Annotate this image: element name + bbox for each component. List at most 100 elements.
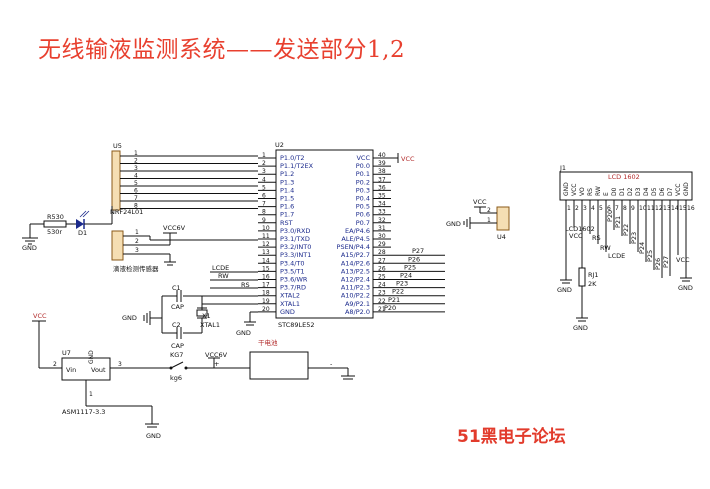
- net-rs: RS: [241, 281, 250, 289]
- c2-ref: C2: [172, 321, 181, 329]
- u2-left-pin-number: 9: [262, 217, 266, 224]
- u5-body: [111, 150, 121, 211]
- j1-pin-number: 9: [631, 205, 635, 212]
- u2-left-pin-name: P3.6/WR: [280, 276, 308, 284]
- u2-right-pin-name: P0.6: [356, 211, 370, 219]
- crystal-label: XTAL1: [200, 321, 220, 329]
- u2-right-pin-name: P0.2: [356, 178, 370, 186]
- u5-pin-number: 5: [134, 180, 138, 187]
- u2-right-pin-number: 28: [378, 249, 386, 256]
- svg-text:1: 1: [89, 391, 93, 398]
- j1-header-label: GND: [563, 182, 570, 196]
- j1-gnd-right: GND: [678, 284, 693, 292]
- j1-net-label: P26: [654, 258, 662, 270]
- u2-right-pin-name: ALE/P4.5: [341, 235, 370, 243]
- j1-header-label: D7: [667, 187, 674, 196]
- battery-minus: -: [330, 360, 333, 368]
- u2-body: [275, 149, 374, 319]
- j1-header-label: D1: [619, 187, 626, 196]
- u2-left-pin-name: P1.0/T2: [280, 154, 305, 162]
- u2-left-pin-name: P3.3/INT1: [280, 251, 311, 259]
- u2-net-label: P20: [384, 304, 396, 312]
- u2-left-pin-number: 15: [262, 265, 270, 272]
- u2-left-pin-number: 16: [262, 274, 270, 281]
- pot-symbol: [578, 267, 586, 287]
- u2-left-pin-name: XTAL1: [280, 300, 300, 308]
- u2-right-pin-number: 34: [378, 201, 386, 208]
- j1-net-label: LCDE: [608, 252, 625, 260]
- u4-connector: U4 2 1 VCC GND: [446, 198, 510, 241]
- u2-net-label: P26: [408, 255, 420, 263]
- u2-left-pin-number: 19: [262, 298, 270, 305]
- j1-pin-number: 13: [663, 205, 671, 212]
- u2-left-pin-name: P1.7: [280, 211, 294, 219]
- u2-right-pin-number: 22: [378, 298, 386, 305]
- u4-ref: U4: [497, 233, 506, 241]
- u2-left-pin-name: P1.3: [280, 178, 294, 186]
- u5-pin-number: 2: [134, 158, 138, 165]
- battery-vcc-label: VCC6V: [205, 351, 228, 359]
- u2-left-pin-number: 13: [262, 249, 270, 256]
- u2-right-pin-number: 33: [378, 209, 386, 216]
- c1-ref: C1: [172, 284, 181, 292]
- diagram-title: 无线输液监测系统——发送部分1,2: [38, 37, 406, 63]
- sensor-vcc-label: VCC6V: [163, 224, 186, 232]
- j1-pin-number: 4: [591, 205, 595, 212]
- u2-left-pin-number: 5: [262, 184, 266, 191]
- j1-net-label: RS: [592, 234, 601, 242]
- u7-vout: Vout: [91, 366, 106, 374]
- u2-net-label: P27: [412, 247, 424, 255]
- u2-net-label: P24: [400, 272, 412, 280]
- u2-left-pin-name: P1.6: [280, 203, 294, 211]
- resistor-ref: R530: [47, 213, 64, 221]
- reg-gnd-label: GND: [146, 432, 161, 440]
- j1-pin-number: 3: [583, 205, 587, 212]
- u2-right-pin-name: P0.7: [356, 219, 370, 227]
- u2-left-pin-name: P3.2/INT0: [280, 243, 311, 251]
- u2-left-pin-name: P1.5: [280, 195, 294, 203]
- net-rw: RW: [218, 272, 229, 280]
- switch-symbol: [170, 361, 184, 369]
- j1-pin-number: 7: [615, 205, 619, 212]
- j1-net-label: P20: [606, 210, 614, 222]
- j1-pot-gnd: GND: [573, 324, 588, 332]
- j1-header-label: D2: [627, 187, 634, 196]
- j1-ref: J1: [559, 164, 566, 172]
- j1-header-label: D5: [651, 187, 658, 196]
- power-switch-battery: KG7 kg6 VCC6V + 干电池 -: [169, 338, 355, 382]
- resistor-symbol: [43, 220, 67, 228]
- u2-right-pin-number: 38: [378, 168, 386, 175]
- j1-pin-number: 6: [607, 205, 611, 212]
- u7-gnd-pin: GND: [88, 350, 95, 364]
- battery-label: 干电池: [258, 338, 278, 347]
- switch-ref: KG7: [170, 351, 183, 359]
- u2-right-pin-name: A12/P2.4: [341, 276, 370, 284]
- j1-pin-number: 10: [639, 205, 647, 212]
- u2-left-pin-number: 18: [262, 290, 270, 297]
- u2-right-pin-number: 27: [378, 257, 386, 264]
- u2-right-pin-name: P0.3: [356, 186, 370, 194]
- sensor-label: 滴液检测传感器: [113, 264, 159, 273]
- u4-vcc-label: VCC: [473, 198, 487, 206]
- j1-header-label: VCC: [675, 184, 682, 196]
- u2-left-pin-number: 8: [262, 209, 266, 216]
- u5-label: NRF24L01: [110, 208, 143, 216]
- crystal-symbol: [196, 309, 208, 317]
- u2-right-pin-name: VCC: [356, 154, 370, 162]
- u2-ref: U2: [275, 141, 284, 149]
- led-ref: D1: [78, 229, 87, 237]
- u2-right-pin-name: A13/P2.5: [341, 267, 370, 275]
- u2-right-pin-name: EA/P4.6: [345, 227, 370, 235]
- u2-right-pin-name: P0.1: [356, 170, 370, 178]
- svg-text:2: 2: [135, 238, 139, 245]
- u2-right-pin-number: 23: [378, 290, 386, 297]
- u2-right-pin-name: A15/P2.7: [341, 251, 370, 259]
- svg-text:1: 1: [135, 229, 139, 236]
